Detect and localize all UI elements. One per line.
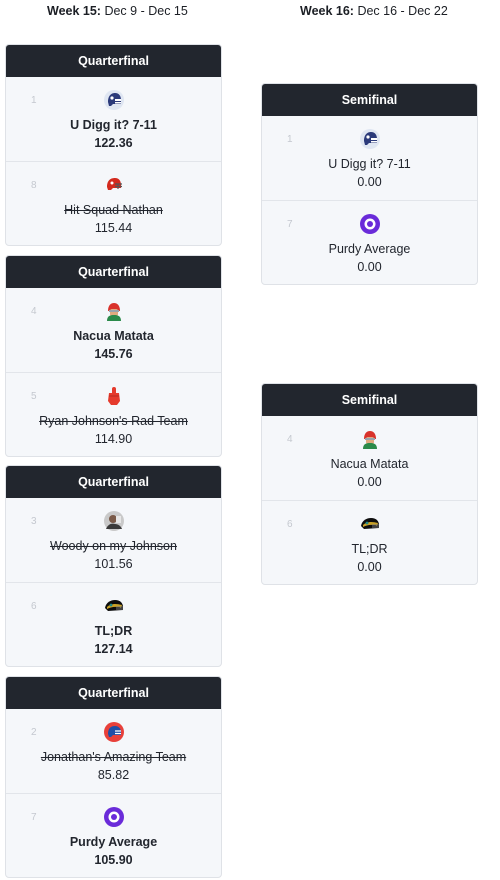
team-seed: 7 — [287, 219, 293, 230]
matchup-card-semifinal[interactable]: Semifinal 1 U Digg it? 7-11 0.00 7 Purdy… — [261, 83, 478, 285]
team-row[interactable]: 1 U Digg it? 7-11 0.00 — [262, 116, 477, 200]
team-score: 85.82 — [97, 768, 130, 782]
helmet-icon — [104, 175, 124, 195]
matchup-title: Semifinal — [262, 384, 477, 416]
team-seed: 3 — [31, 516, 37, 527]
logo-icon — [359, 214, 380, 234]
team-seed: 6 — [31, 601, 37, 612]
team-score: 0.00 — [357, 260, 382, 274]
team-seed: 7 — [31, 812, 37, 823]
player-icon — [104, 301, 124, 321]
team-score: 105.90 — [94, 853, 133, 867]
team-row[interactable]: 7 Purdy Average 105.90 — [6, 793, 221, 877]
team-name: Nacua Matata — [330, 457, 409, 471]
team-name: Purdy Average — [69, 835, 158, 849]
team-name: TL;DR — [351, 542, 388, 556]
team-row[interactable]: 4 Nacua Matata 0.00 — [262, 416, 477, 500]
helmet-icon — [103, 90, 124, 110]
team-seed: 6 — [287, 519, 293, 530]
foam-finger-icon — [104, 386, 124, 406]
helmet-icon — [103, 722, 124, 742]
team-row[interactable]: 1 U Digg it? 7-11 122.36 — [6, 77, 221, 161]
week-label: Week 15: — [47, 4, 101, 18]
matchup-card-quarterfinal[interactable]: Quarterfinal 2 Jonathan's Amazing Team 8… — [5, 676, 222, 878]
helmet-icon — [360, 514, 380, 534]
team-row[interactable]: 5 Ryan Johnson's Rad Team 114.90 — [6, 372, 221, 456]
week-dates: Dec 16 - Dec 22 — [357, 4, 448, 18]
team-name: Jonathan's Amazing Team — [40, 750, 187, 764]
logo-icon — [103, 807, 124, 827]
team-name: Ryan Johnson's Rad Team — [39, 414, 188, 428]
team-score: 122.36 — [94, 136, 133, 150]
team-row[interactable]: 6 TL;DR 0.00 — [262, 500, 477, 584]
matchup-card-semifinal[interactable]: Semifinal 4 Nacua Matata 0.00 6 TL;DR 0.… — [261, 383, 478, 585]
week-dates: Dec 9 - Dec 15 — [104, 4, 188, 18]
team-seed: 4 — [287, 434, 293, 445]
team-row[interactable]: 3 Woody on my Johnson 101.56 — [6, 498, 221, 582]
team-score: 0.00 — [357, 175, 382, 189]
team-row[interactable]: 6 TL;DR 127.14 — [6, 582, 221, 666]
team-name: U Digg it? 7-11 — [328, 157, 411, 171]
team-seed: 4 — [31, 306, 37, 317]
matchup-title: Quarterfinal — [6, 45, 221, 77]
matchup-title: Semifinal — [262, 84, 477, 116]
matchup-card-quarterfinal[interactable]: Quarterfinal 3 Woody on my Johnson 101.5… — [5, 465, 222, 667]
team-seed: 1 — [31, 95, 37, 106]
matchup-title: Quarterfinal — [6, 677, 221, 709]
team-row[interactable]: 2 Jonathan's Amazing Team 85.82 — [6, 709, 221, 793]
matchup-title: Quarterfinal — [6, 256, 221, 288]
week-15-header: Week 15: Dec 9 - Dec 15 — [47, 4, 188, 18]
team-name: Hit Squad Nathan — [64, 203, 163, 217]
matchup-card-quarterfinal[interactable]: Quarterfinal 4 Nacua Matata 145.76 5 Rya… — [5, 255, 222, 457]
team-score: 115.44 — [94, 221, 133, 235]
team-score: 145.76 — [94, 347, 133, 361]
player-icon — [360, 429, 380, 449]
team-seed: 2 — [31, 727, 37, 738]
team-score: 114.90 — [94, 432, 133, 446]
team-name: Woody on my Johnson — [50, 539, 177, 553]
team-row[interactable]: 7 Purdy Average 0.00 — [262, 200, 477, 284]
helmet-icon — [104, 596, 124, 616]
helmet-icon — [359, 129, 380, 149]
team-score: 101.56 — [94, 557, 133, 571]
team-name: Purdy Average — [328, 242, 411, 256]
team-seed: 1 — [287, 134, 293, 145]
team-score: 0.00 — [357, 475, 382, 489]
team-seed: 8 — [31, 180, 37, 191]
team-score: 0.00 — [357, 560, 382, 574]
team-row[interactable]: 4 Nacua Matata 145.76 — [6, 288, 221, 372]
team-seed: 5 — [31, 391, 37, 402]
team-name: Nacua Matata — [73, 329, 154, 343]
week-label: Week 16: — [300, 4, 354, 18]
team-row[interactable]: 8 Hit Squad Nathan 115.44 — [6, 161, 221, 245]
team-score: 127.14 — [94, 642, 133, 656]
week-16-header: Week 16: Dec 16 - Dec 22 — [300, 4, 448, 18]
matchup-card-quarterfinal[interactable]: Quarterfinal 1 U Digg it? 7-11 122.36 8 … — [5, 44, 222, 246]
matchup-title: Quarterfinal — [6, 466, 221, 498]
team-name: U Digg it? 7-11 — [70, 118, 157, 132]
team-name: TL;DR — [94, 624, 133, 638]
player-photo-icon — [103, 511, 124, 531]
